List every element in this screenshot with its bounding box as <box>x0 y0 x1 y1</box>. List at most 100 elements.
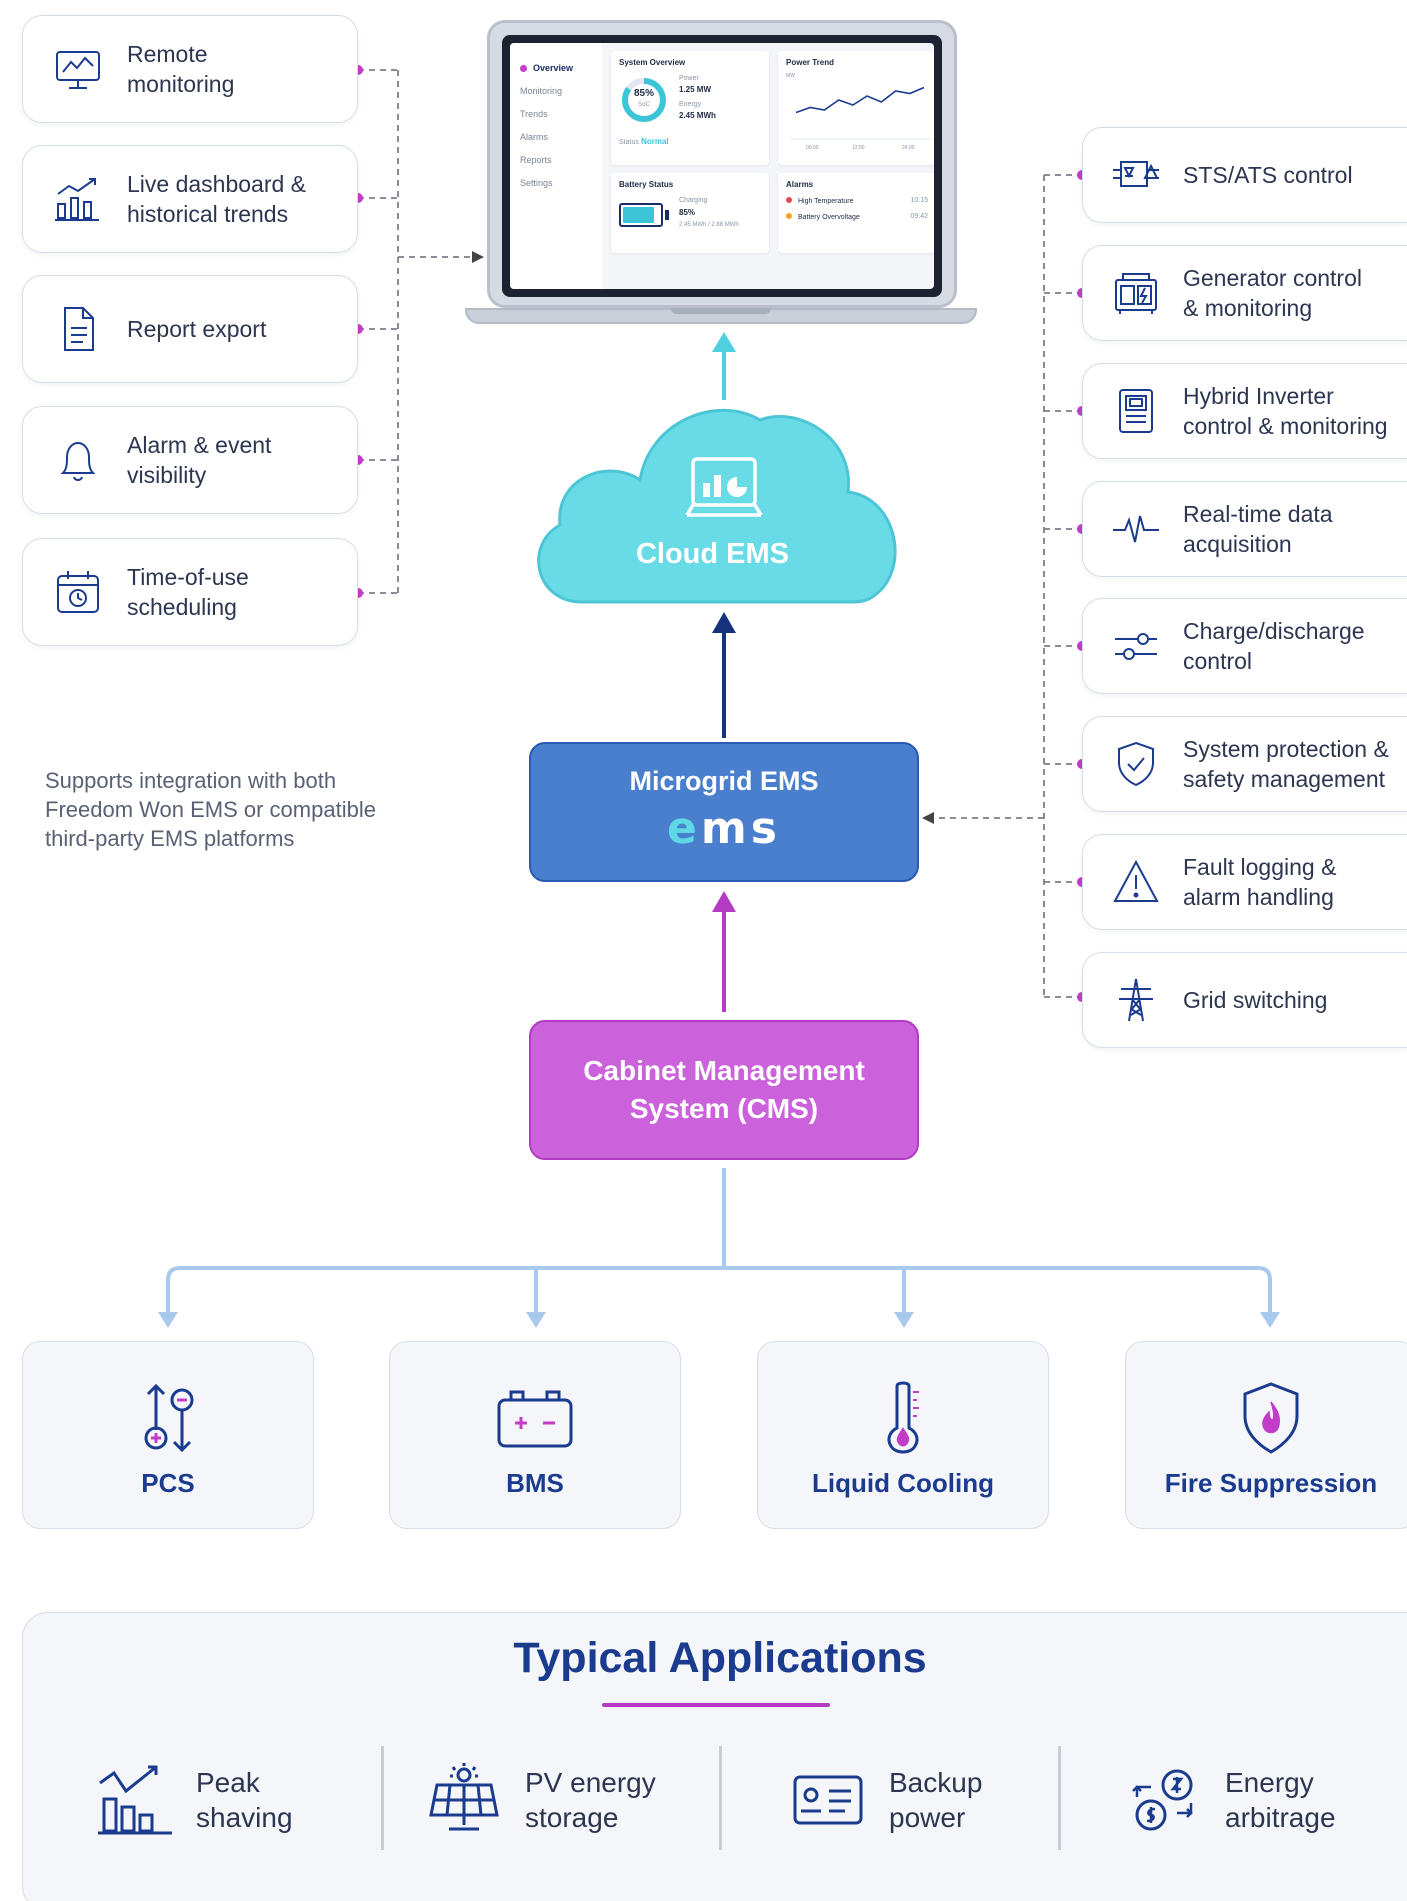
power-trend-title: Power Trend <box>786 58 835 67</box>
pulse-icon <box>1107 500 1165 558</box>
system-overview-title: System Overview <box>619 58 686 67</box>
soc-value: 85% <box>633 88 654 99</box>
alarm-dot-red <box>786 197 792 203</box>
x-tick: 24:00 <box>902 145 915 151</box>
system-overview-panel: System Overview 85% SoC Power 1.25 MW En… <box>611 51 769 165</box>
laptop-notch <box>671 308 771 314</box>
battery-state: Charging <box>679 197 708 204</box>
feature-label: Fault logging & alarm handling <box>1183 854 1337 910</box>
dashboard-screen-icon <box>685 457 763 517</box>
feature-live-dashboard: Live dashboard & historical trends <box>22 145 358 253</box>
typical-applications-title: Typical Applications <box>513 1634 927 1682</box>
feature-realtime-data: Real-time data acquisition <box>1082 481 1407 577</box>
subsystem-pcs: PCS <box>22 1341 314 1529</box>
cms-block: Cabinet Management System (CMS) <box>529 1020 919 1160</box>
alarm-time: 09:42 <box>910 213 928 220</box>
status-badge: Normal <box>641 137 669 146</box>
app-label: Peak shaving <box>196 1767 293 1833</box>
monitor-icon <box>49 40 107 98</box>
battery-energy: 2.45 MWh / 2.88 MWh <box>679 222 739 228</box>
microgrid-ems-block: Microgrid EMS ems <box>529 742 919 882</box>
generator-icon <box>1107 264 1165 322</box>
dashboard-screen: Overview Monitoring Trends Alarms Report… <box>510 43 934 289</box>
shield-check-icon <box>1107 735 1165 793</box>
power-trend-chart <box>790 86 930 140</box>
arrow-to-laptop <box>472 251 484 263</box>
app-label: Backup power <box>889 1767 983 1833</box>
x-tick: 00:00 <box>806 145 819 151</box>
app-label: Energy arbitrage <box>1225 1767 1336 1833</box>
fire-shield-icon <box>1231 1378 1311 1458</box>
status-line: Status Normal <box>619 137 669 146</box>
subsystem-fire-suppression: Fire Suppression <box>1125 1341 1407 1529</box>
app-separator <box>381 1746 384 1850</box>
solar-panel-icon <box>425 1761 503 1839</box>
cms-distribution-arrowheads <box>158 1312 1280 1328</box>
alarm-time: 10:15 <box>910 197 928 204</box>
integration-note: Supports integration with both Freedom W… <box>45 768 376 851</box>
app-pv-storage: PV energy storage <box>425 1745 656 1855</box>
right-feature-connectors <box>930 174 1082 998</box>
battery-status-title: Battery Status <box>619 180 674 189</box>
cms-title: Cabinet Management System (CMS) <box>583 1055 865 1124</box>
x-tick: 12:00 <box>852 145 865 151</box>
thermometer-icon <box>863 1378 943 1458</box>
laptop-dashboard: Overview Monitoring Trends Alarms Report… <box>487 20 957 308</box>
warning-icon <box>1107 853 1165 911</box>
subsystem-label: BMS <box>506 1468 564 1498</box>
trend-line <box>795 86 925 114</box>
document-icon <box>49 300 107 358</box>
feature-label: Real-time data acquisition <box>1183 501 1333 557</box>
alarms-panel: Alarms High Temperature 10:15 Battery Ov… <box>778 173 934 253</box>
transfer-switch-icon <box>1107 146 1165 204</box>
status-label: Status <box>619 139 639 146</box>
battery-gauge <box>619 203 663 227</box>
battery-terminal <box>665 210 669 220</box>
app-backup-power: Backup power <box>789 1745 982 1855</box>
feature-alarm-visibility: Alarm & event visibility <box>22 406 358 514</box>
power-value: 1.25 MW <box>679 85 712 94</box>
power-label: Power <box>679 75 699 82</box>
nav-alarms[interactable]: Alarms <box>520 132 549 142</box>
feature-system-protection: System protection & safety management <box>1082 716 1407 812</box>
nav-overview[interactable]: Overview <box>520 57 602 80</box>
subsystem-label: Liquid Cooling <box>812 1468 994 1498</box>
nav-trends[interactable]: Trends <box>520 109 548 119</box>
feature-label: Remote monitoring <box>127 41 235 97</box>
trend-chart-icon <box>49 170 107 228</box>
cms-distribution-lines <box>166 1168 1272 1312</box>
app-separator <box>719 1746 722 1850</box>
feature-label: Alarm & event visibility <box>127 432 272 488</box>
microgrid-ems-title: Microgrid EMS <box>629 766 819 796</box>
alarm-row[interactable]: High Temperature 10:15 <box>786 197 928 205</box>
alarm-row[interactable]: Battery Overvoltage 09:42 <box>786 213 928 221</box>
app-peak-shaving: Peak shaving <box>96 1745 293 1855</box>
alarm-name: Battery Overvoltage <box>797 214 860 221</box>
ems-logo-e: e <box>667 803 701 854</box>
power-trend-y-label: MW <box>786 73 795 79</box>
bell-icon <box>49 431 107 489</box>
nav-settings[interactable]: Settings <box>520 178 553 188</box>
ems-logo-rest: ms <box>700 803 781 854</box>
soc-label: SoC <box>638 102 650 108</box>
alarms-title: Alarms <box>786 180 814 189</box>
microgrid-to-cloud-arrowhead <box>712 612 736 633</box>
nav-monitoring[interactable]: Monitoring <box>520 86 563 96</box>
battery-soc: 85% <box>679 208 696 217</box>
nav-reports[interactable]: Reports <box>520 155 552 165</box>
feature-label: Generator control & monitoring <box>1183 265 1362 321</box>
left-feature-connectors <box>358 69 478 594</box>
calendar-clock-icon <box>49 563 107 621</box>
feature-label: Time-of-use scheduling <box>127 564 249 620</box>
alarm-dot-orange <box>786 213 792 219</box>
feature-hybrid-inverter: Hybrid Inverter control & monitoring <box>1082 363 1407 459</box>
app-energy-arbitrage: Energy arbitrage <box>1125 1745 1336 1855</box>
subsystem-bms: BMS <box>389 1341 681 1529</box>
battery-icon <box>495 1378 575 1458</box>
cloud-to-laptop-arrowhead <box>712 332 736 352</box>
soc-ring <box>622 78 666 122</box>
feature-label: Report export <box>127 316 267 342</box>
feature-generator: Generator control & monitoring <box>1082 245 1407 341</box>
inverter-icon <box>1107 382 1165 440</box>
cloud-ems-label: Cloud EMS <box>635 538 790 570</box>
